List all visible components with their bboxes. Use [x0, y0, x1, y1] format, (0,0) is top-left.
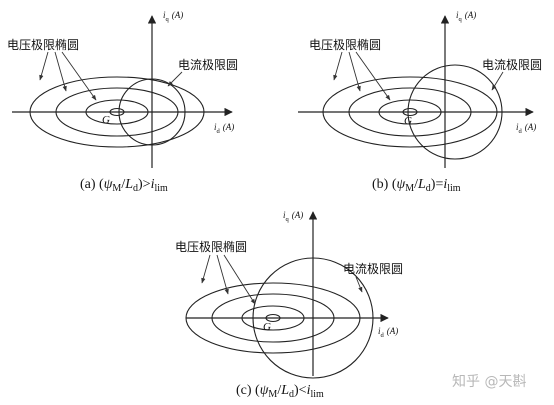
- pointer-voltage-2: [348, 51, 361, 92]
- pointer-voltage-1: [39, 51, 49, 81]
- panel-b: 电压极限椭圆 电流极限圆 iq(A) id(A) G (b) (ψM/Ld)=i…: [298, 10, 542, 194]
- voltage-ellipse-middle: [55, 87, 179, 137]
- current-limit-circle: [252, 257, 374, 379]
- center-point-g: [402, 107, 418, 117]
- center-point-g: [265, 313, 281, 323]
- axis-x-label: id(A): [516, 122, 536, 135]
- axis-y-label: iq(A): [456, 10, 476, 23]
- voltage-ellipse-outer: [322, 76, 498, 148]
- pointer-voltage-2: [54, 51, 67, 92]
- pointer-voltage-3: [61, 51, 97, 101]
- current-circle-label: 电流极限圆: [343, 262, 403, 276]
- caption-a: (a) (ψM/Ld)>ilim: [80, 177, 168, 194]
- current-limit-circle: [407, 64, 503, 160]
- voltage-ellipse-label: 电压极限椭圆: [7, 37, 79, 52]
- watermark: 知乎 @天斟: [452, 373, 526, 390]
- center-label: G: [102, 114, 110, 126]
- voltage-ellipse-inner: [241, 305, 305, 331]
- pointer-voltage-2: [216, 254, 229, 295]
- axis-y-label: iq(A): [283, 210, 303, 223]
- current-limit-circle: [118, 78, 186, 146]
- axis-y-label: iq(A): [163, 10, 183, 23]
- voltage-ellipse-outer: [185, 282, 361, 354]
- current-circle-label: 电流极限圆: [482, 58, 542, 72]
- current-circle-label: 电流极限圆: [178, 58, 238, 72]
- voltage-ellipse-label: 电压极限椭圆: [309, 37, 381, 52]
- pointer-voltage-1: [333, 51, 343, 81]
- voltage-ellipse-middle: [211, 293, 335, 343]
- pointer-voltage-3: [223, 254, 256, 305]
- panel-c: 电压极限椭圆 电流极限圆 iq(A) id(A) G (c) (ψM/Ld)<i…: [175, 210, 403, 400]
- pointer-current: [167, 71, 183, 87]
- center-label: G: [263, 321, 271, 333]
- caption-c: (c) (ψM/Ld)<ilim: [236, 383, 324, 400]
- voltage-ellipse-label: 电压极限椭圆: [175, 239, 247, 254]
- center-point-g: [109, 107, 125, 117]
- pointer-current: [491, 71, 504, 91]
- pointer-voltage-1: [201, 254, 211, 284]
- voltage-ellipse-inner: [85, 99, 149, 125]
- caption-b: (b) (ψM/Ld)=ilim: [372, 177, 461, 194]
- axis-x-label: id(A): [214, 122, 234, 135]
- voltage-ellipse-outer: [29, 76, 205, 148]
- pointer-voltage-3: [355, 51, 391, 101]
- voltage-ellipse-middle: [348, 87, 472, 137]
- center-label: G: [404, 115, 412, 127]
- panel-a: 电压极限椭圆 电流极限圆 iq(A) id(A) G (a) (ψM/Ld)>i…: [7, 10, 238, 194]
- axis-x-label: id(A): [378, 326, 398, 339]
- pointer-current: [355, 276, 363, 293]
